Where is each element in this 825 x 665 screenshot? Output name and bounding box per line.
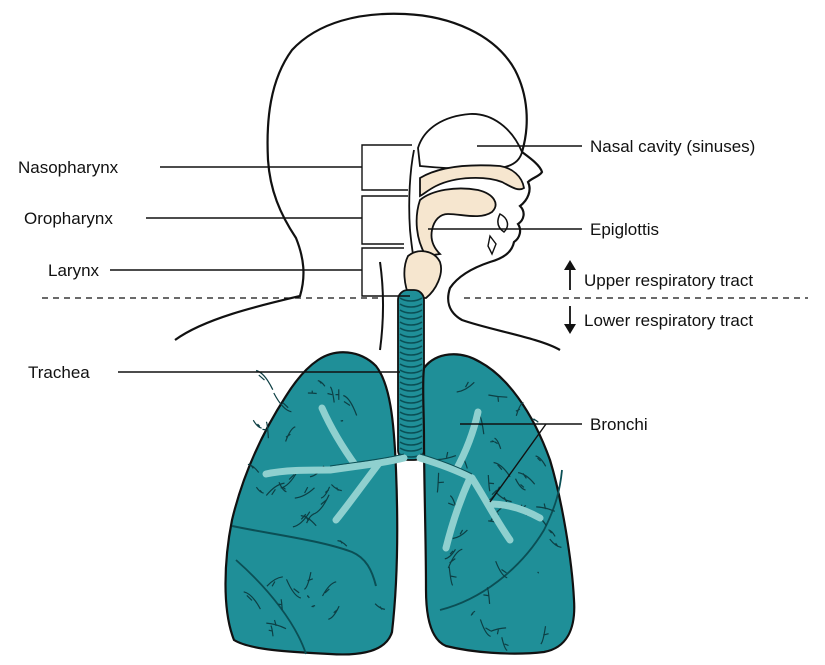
nasal-cavity-shape bbox=[418, 114, 522, 169]
arrow-down-icon bbox=[564, 306, 576, 334]
label-oropharynx: Oropharynx bbox=[24, 209, 113, 228]
tongue bbox=[417, 188, 496, 256]
trachea-tube bbox=[398, 290, 424, 460]
label-trachea: Trachea bbox=[28, 363, 90, 382]
label-nasopharynx: Nasopharynx bbox=[18, 158, 119, 177]
arrow-up-icon bbox=[564, 260, 576, 290]
right-lung bbox=[226, 352, 398, 654]
label-epiglottis: Epiglottis bbox=[590, 220, 659, 239]
label-upper-tract: Upper respiratory tract bbox=[584, 271, 753, 290]
lung-vein bbox=[256, 371, 273, 390]
lung-vein bbox=[253, 420, 261, 428]
label-bronchi: Bronchi bbox=[590, 415, 648, 434]
label-larynx: Larynx bbox=[48, 261, 100, 280]
neck-line-back bbox=[380, 262, 383, 350]
label-nasal-cavity: Nasal cavity (sinuses) bbox=[590, 137, 755, 156]
uvula-detail bbox=[488, 236, 496, 254]
label-lower-tract: Lower respiratory tract bbox=[584, 311, 753, 330]
